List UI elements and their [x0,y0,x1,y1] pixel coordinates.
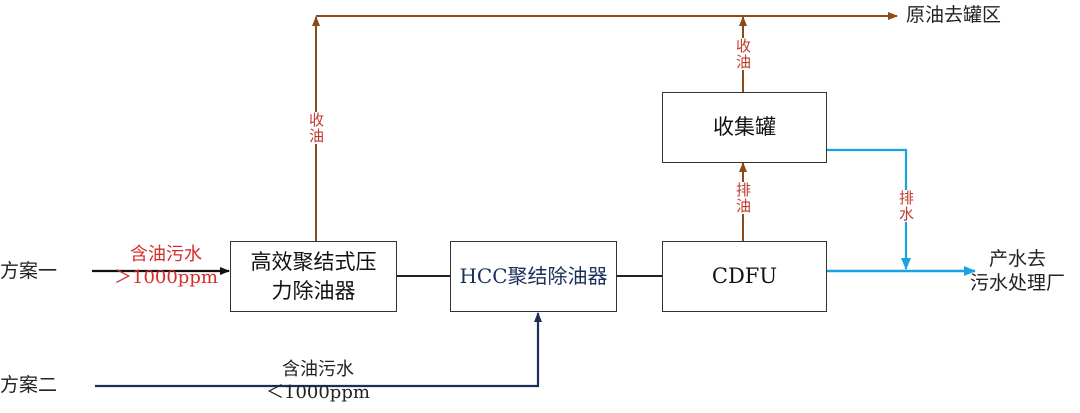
water-discharge-label: 排水 [897,190,915,222]
collection-tank-label: 收集罐 [713,115,776,140]
oil-recovery-label-top: 收油 [734,38,752,70]
scheme1-inlet-desc: 含油污水 ＞1000ppm [114,244,218,288]
coalescer-label: 高效聚结式压 力除油器 [250,250,377,303]
collection-tank-box: 收集罐 [662,92,827,163]
crude-to-tankfarm-label: 原油去罐区 [906,4,1002,26]
oil-recovery-label-left: 收油 [307,112,325,144]
hcc-label: HCC聚结除油器 [459,264,608,288]
scheme2-inlet-desc: 含油污水 ＜1000ppm [266,359,370,403]
cdfu-box: CDFU [662,241,827,312]
coalescer-box: 高效聚结式压 力除油器 [230,241,397,312]
cdfu-label: CDFU [711,264,778,289]
scheme2-label: 方案二 [0,374,58,396]
scheme2-inlet-line [95,312,542,388]
water-to-treatment-label: 产水去 污水处理厂 [970,248,1066,294]
hcc-box: HCC聚结除油器 [450,241,617,312]
scheme1-label: 方案一 [0,260,58,282]
oil-discharge-label: 排油 [734,182,752,214]
tank-water-discharge-line [827,148,911,270]
